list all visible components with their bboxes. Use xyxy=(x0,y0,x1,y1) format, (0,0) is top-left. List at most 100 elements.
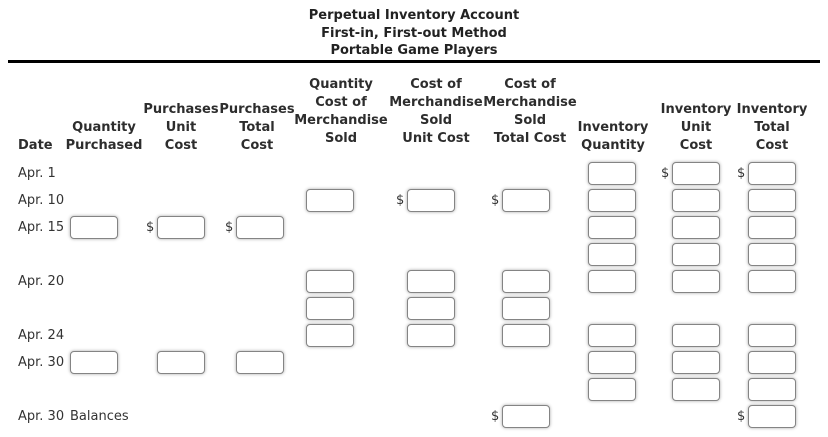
input-inventory-quantity[interactable] xyxy=(588,243,636,266)
input-inventory-quantity[interactable] xyxy=(588,270,636,293)
cell-inventory-total-cost xyxy=(748,324,796,347)
currency-symbol: $ xyxy=(661,166,670,181)
cell-inventory-quantity xyxy=(588,324,636,347)
input-quantity-purchased[interactable] xyxy=(70,351,118,374)
cell-inventory-quantity xyxy=(588,270,636,293)
input-inventory-total-cost[interactable] xyxy=(748,405,796,428)
cell-inventory-total-cost xyxy=(748,270,796,293)
column-header-cost-of-merchandise-sold-total-cost: Cost of Merchandise Sold Total Cost xyxy=(483,77,577,146)
cell-cost-of-merchandise-sold-total-cost: $ xyxy=(491,189,550,212)
cell-purchases-unit-cost: $ xyxy=(146,216,205,239)
cell-inventory-total-cost: $ xyxy=(737,405,796,428)
input-cost-of-merchandise-sold-total-cost[interactable] xyxy=(502,297,550,320)
cell-inventory-total-cost xyxy=(748,378,796,401)
table-row xyxy=(0,241,828,268)
input-inventory-quantity[interactable] xyxy=(588,351,636,374)
column-header-inventory-total-cost: Inventory Total Cost xyxy=(736,102,808,153)
cell-purchases-total-cost: $ xyxy=(225,216,284,239)
cell-inventory-quantity xyxy=(588,162,636,185)
input-inventory-quantity[interactable] xyxy=(588,216,636,239)
table-row: Apr. 1 $ $ xyxy=(0,160,828,187)
input-cost-of-merchandise-sold-total-cost[interactable] xyxy=(502,270,550,293)
input-inventory-unit-cost[interactable] xyxy=(672,189,720,212)
cell-inventory-unit-cost xyxy=(672,243,720,266)
input-inventory-total-cost[interactable] xyxy=(748,216,796,239)
input-inventory-unit-cost[interactable] xyxy=(672,378,720,401)
row-date: Apr. 30 xyxy=(18,355,65,370)
input-purchases-total-cost[interactable] xyxy=(236,351,284,374)
input-inventory-unit-cost[interactable] xyxy=(672,351,720,374)
title-line-1: Perpetual Inventory Account xyxy=(308,8,520,23)
cell-cost-of-merchandise-sold-total-cost xyxy=(502,270,550,293)
input-cost-of-merchandise-sold-unit-cost[interactable] xyxy=(407,189,455,212)
input-inventory-total-cost[interactable] xyxy=(748,324,796,347)
input-inventory-unit-cost[interactable] xyxy=(672,270,720,293)
input-inventory-total-cost[interactable] xyxy=(748,270,796,293)
cell-inventory-quantity xyxy=(588,189,636,212)
currency-symbol: $ xyxy=(737,166,746,181)
cell-quantity-cost-of-merchandise-sold xyxy=(306,189,354,212)
column-header-quantity-cost-of-merchandise-sold: Quantity Cost of Merchandise Sold xyxy=(294,77,388,146)
input-inventory-quantity[interactable] xyxy=(588,378,636,401)
cell-inventory-total-cost xyxy=(748,216,796,239)
table-row: Apr. 15 $ $ xyxy=(0,214,828,241)
cell-cost-of-merchandise-sold-unit-cost: $ xyxy=(396,189,455,212)
currency-symbol: $ xyxy=(491,193,500,208)
title-line-3: Portable Game Players xyxy=(330,43,498,58)
input-quantity-cost-of-merchandise-sold[interactable] xyxy=(306,189,354,212)
cell-cost-of-merchandise-sold-unit-cost xyxy=(407,270,455,293)
worksheet-title: Perpetual Inventory Account First-in, Fi… xyxy=(0,7,828,60)
table-row: Apr. 10$$ xyxy=(0,187,828,214)
input-inventory-quantity[interactable] xyxy=(588,189,636,212)
cell-inventory-quantity xyxy=(588,378,636,401)
table-row: Apr. 30 xyxy=(0,349,828,376)
cell-inventory-unit-cost xyxy=(672,351,720,374)
cell-inventory-total-cost xyxy=(748,351,796,374)
input-inventory-total-cost[interactable] xyxy=(748,378,796,401)
table-row: Apr. 24 xyxy=(0,322,828,349)
row-date: Apr. 15 xyxy=(18,220,65,235)
input-purchases-total-cost[interactable] xyxy=(236,216,284,239)
cell-quantity-purchased xyxy=(70,216,118,239)
input-purchases-unit-cost[interactable] xyxy=(157,351,205,374)
input-cost-of-merchandise-sold-total-cost[interactable] xyxy=(502,189,550,212)
column-header-purchases-total-cost: Purchases Total Cost xyxy=(219,102,295,153)
input-quantity-cost-of-merchandise-sold[interactable] xyxy=(306,270,354,293)
input-cost-of-merchandise-sold-unit-cost[interactable] xyxy=(407,297,455,320)
input-inventory-quantity[interactable] xyxy=(588,324,636,347)
cell-purchases-unit-cost xyxy=(157,351,205,374)
column-header-date: Date xyxy=(18,138,53,153)
cell-inventory-quantity xyxy=(588,243,636,266)
input-cost-of-merchandise-sold-total-cost[interactable] xyxy=(502,324,550,347)
cell-quantity-purchased xyxy=(70,351,118,374)
input-cost-of-merchandise-sold-unit-cost[interactable] xyxy=(407,270,455,293)
input-inventory-unit-cost[interactable] xyxy=(672,324,720,347)
input-inventory-total-cost[interactable] xyxy=(748,243,796,266)
input-inventory-total-cost[interactable] xyxy=(748,351,796,374)
row-date: Apr. 20 xyxy=(18,274,65,289)
input-quantity-purchased[interactable] xyxy=(70,216,118,239)
column-header-cost-of-merchandise-sold-unit-cost: Cost of Merchandise Sold Unit Cost xyxy=(389,77,483,146)
input-inventory-total-cost[interactable] xyxy=(748,162,796,185)
input-purchases-unit-cost[interactable] xyxy=(157,216,205,239)
input-cost-of-merchandise-sold-unit-cost[interactable] xyxy=(407,324,455,347)
input-quantity-cost-of-merchandise-sold[interactable] xyxy=(306,297,354,320)
input-inventory-total-cost[interactable] xyxy=(748,189,796,212)
input-quantity-cost-of-merchandise-sold[interactable] xyxy=(306,324,354,347)
row-date: Apr. 1 xyxy=(18,166,56,181)
input-cost-of-merchandise-sold-total-cost[interactable] xyxy=(502,405,550,428)
input-inventory-unit-cost[interactable] xyxy=(672,216,720,239)
row-note: Balances xyxy=(70,409,129,424)
cell-quantity-cost-of-merchandise-sold xyxy=(306,324,354,347)
cell-inventory-unit-cost xyxy=(672,378,720,401)
cell-inventory-unit-cost xyxy=(672,270,720,293)
cell-purchases-total-cost xyxy=(236,351,284,374)
input-inventory-quantity[interactable] xyxy=(588,162,636,185)
currency-symbol: $ xyxy=(737,409,746,424)
currency-symbol: $ xyxy=(225,220,234,235)
input-inventory-unit-cost[interactable] xyxy=(672,162,720,185)
column-header-quantity-purchased: Quantity Purchased xyxy=(65,120,143,153)
input-inventory-unit-cost[interactable] xyxy=(672,243,720,266)
